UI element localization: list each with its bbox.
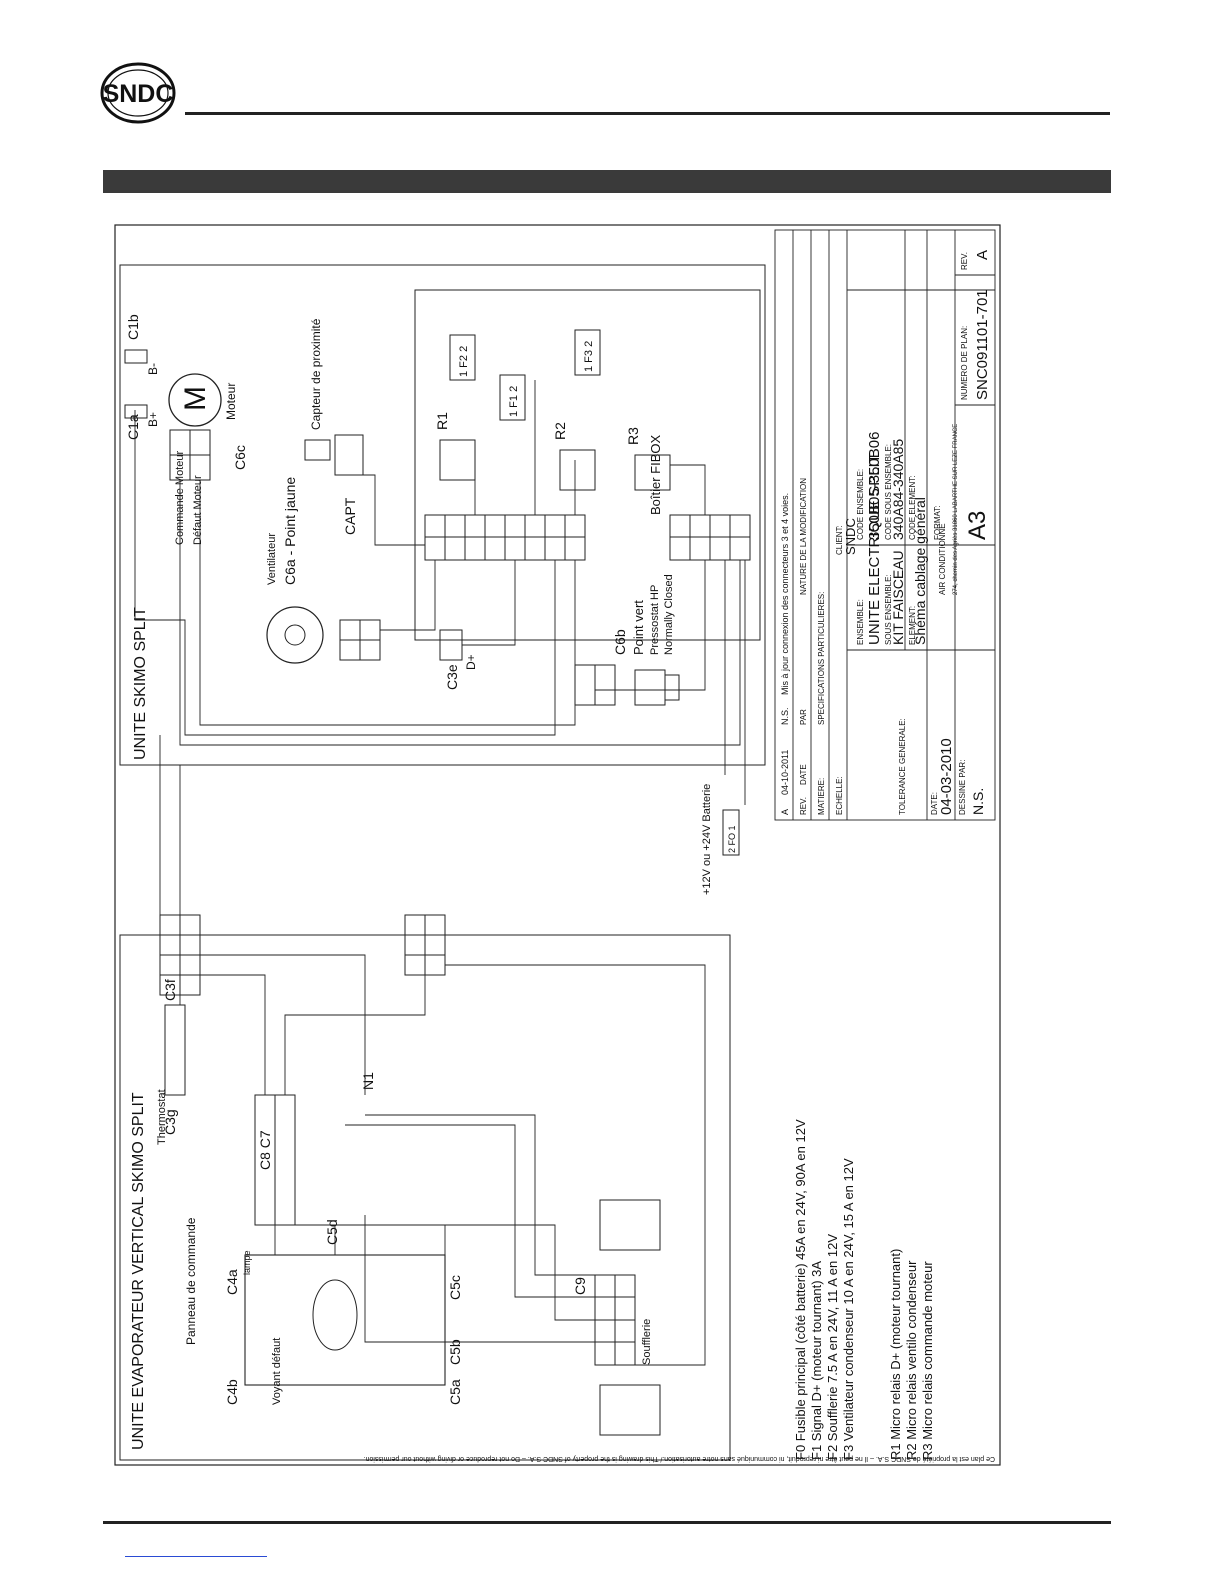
unit-evap-label: UNITE EVAPORATEUR VERTICAL SKIMO SPLIT [130, 1092, 147, 1450]
c4b-label: C4b [224, 1379, 240, 1405]
legend-r3: R3 Micro relais commande moteur [920, 1261, 935, 1460]
numero-value: SNC091101-701 [974, 289, 991, 400]
dplus-label: D+ [464, 654, 478, 670]
echelle-label: ECHELLE: [835, 776, 844, 815]
par-hdr: PAR [799, 709, 808, 725]
f1-label: 1 F1 2 [508, 386, 520, 417]
element-lbl: ELEMENT: [908, 606, 917, 645]
ventilateur-label: Ventilateur [266, 533, 278, 585]
code-ens-value: 350B05-350B06 [866, 432, 883, 540]
bminus-label: B- [146, 363, 160, 375]
format-lbl: FORMAT: [933, 505, 942, 540]
rev-value: A [974, 250, 991, 260]
legend-r2: R2 Micro relais ventilo condenseur [904, 1260, 919, 1460]
legend-f0: F0 Fusible principal (côté batterie) 45A… [793, 1119, 808, 1460]
r3-label: R3 [625, 427, 641, 445]
c3g-label: C3g [162, 1109, 178, 1135]
normally-closed-label: Normally Closed [663, 574, 675, 655]
c4a-label: C4a [224, 1269, 240, 1295]
c3e-label: C3e [444, 664, 460, 690]
tolerance-label: TOLERANCE GENERALE: [898, 718, 907, 815]
defaut-moteur-label: Défaut Moteur [192, 475, 204, 545]
logo-text: SNDC [103, 80, 174, 108]
section-title-bar [103, 170, 1111, 193]
c9-label: C9 [572, 1277, 588, 1295]
f2-label: 1 F2 2 [458, 346, 470, 377]
numero-lbl: NUMERO DE PLAN: [960, 326, 969, 400]
n1-label: N1 [360, 1072, 376, 1090]
c6b-label: C6b [612, 629, 628, 655]
property-notice: Ce plan est la propriété de SNDC S.A. – … [364, 1455, 995, 1462]
company-address: 274, chemin des Agriès 31860 LABARTHE SU… [953, 424, 959, 595]
c5b-label: C5b [447, 1339, 463, 1365]
legend-f1: F1 Signal D+ (moteur tournant) 3A [809, 1261, 824, 1460]
ensemble-lbl: ENSEMBLE: [856, 599, 865, 645]
specs-label: SPECIFICATIONS PARTICULIERES: [817, 592, 826, 725]
footer-rule [103, 1521, 1111, 1524]
date-hdr: DATE [799, 764, 808, 785]
voyant-label: Voyant défaut [271, 1338, 283, 1405]
nature-hdr: NATURE DE LA MODIFICATION [799, 478, 808, 595]
ensemble-value: UNITE ELECTRIQUE SPLIT [866, 454, 883, 645]
sous-ens-lbl: SOUS ENSEMBLE: [884, 574, 893, 645]
c5d-label: C5d [324, 1219, 340, 1245]
c6c-label: C6c [232, 445, 248, 470]
capt-label: CAPT [342, 497, 358, 535]
legend-f2: F2 Soufflerie 7.5 A en 24V, 11 A en 12V [825, 1234, 840, 1460]
c8c7-label: C8 C7 [257, 1130, 273, 1170]
fuse-f0-label: 2 FO 1 [727, 825, 737, 853]
header-rule [185, 112, 1110, 115]
f3-label: 1 F3 2 [583, 341, 595, 372]
c5a-label: C5a [447, 1379, 463, 1405]
unit-skimo-label: UNITE SKIMO SPLIT [132, 607, 149, 760]
date-value: 04-03-2010 [938, 738, 955, 815]
rev-hdr: REV. [799, 797, 808, 815]
point-vert-label: Point vert [631, 600, 646, 655]
boitier-label: Boîtier FIBOX [648, 434, 663, 515]
date-label: DATE: [930, 792, 939, 815]
lampe-label: lampe [242, 1250, 252, 1275]
client-value: SNDC [843, 518, 858, 555]
panneau-label: Panneau de commande [184, 1217, 198, 1345]
c1b-label: C1b [125, 314, 141, 340]
batterie-label: +12V ou +24V Batterie [701, 784, 713, 895]
dessine-label: DESSINE PAR: [958, 760, 967, 815]
capteur-label: Capteur de proximité [309, 318, 323, 430]
motor-symbol: M [179, 386, 212, 411]
pressostat-label: Pressostat HP [649, 585, 661, 655]
element-value: Shéma cablage général [912, 497, 928, 645]
thermostat-label: Thermostat [156, 1089, 168, 1145]
code-sous-value: 340A84-340A85 [890, 439, 906, 540]
dessine-value: N.S. [970, 788, 986, 815]
r2-label: R2 [552, 422, 568, 440]
legend-r1: R1 Micro relais D+ (moteur tournant) [888, 1249, 903, 1460]
c5c-label: C5c [447, 1275, 463, 1300]
client-lbl: CLIENT: [835, 525, 844, 555]
rev-date: 04-10-2011 [780, 750, 790, 795]
rev-ns: N.S. [780, 707, 790, 725]
sndc-logo: SNDC [100, 62, 176, 124]
code-sous-lbl: CODE SOUS ENSEMBLE: [884, 444, 893, 540]
bplus-label: B+ [146, 412, 160, 427]
rev-modif: Mis à jour connexion des connecteurs 3 e… [780, 493, 790, 695]
motor-label: Moteur [224, 383, 238, 420]
sous-ens-value: KIT FAISCEAU [890, 550, 906, 645]
c6a-label: C6a - Point jaune [282, 477, 298, 585]
matiere-label: MATIERE: [817, 778, 826, 815]
footer-link-underline[interactable] [125, 1556, 267, 1557]
c3f-label: C3f [162, 979, 178, 1001]
c1a-label: C1a [125, 414, 141, 440]
legend-f3: F3 Ventilateur condenseur 10 A en 24V, 1… [841, 1158, 856, 1460]
format-value: A3 [964, 511, 991, 540]
wiring-diagram: UNITE SKIMO SPLIT Boîtier FIBOX M Moteur… [114, 224, 1001, 1466]
r1-label: R1 [434, 412, 450, 430]
company-name: AIR CONDITIONNE [938, 523, 947, 595]
rev-a: A [780, 809, 790, 815]
code-elem-lbl: CODE ELEMENT: [908, 476, 917, 540]
soufflerie-label: Soufflerie [641, 1319, 653, 1365]
code-ens-lbl: CODE ENSEMBLE: [856, 469, 865, 540]
rev-lbl: REV. [960, 252, 969, 270]
